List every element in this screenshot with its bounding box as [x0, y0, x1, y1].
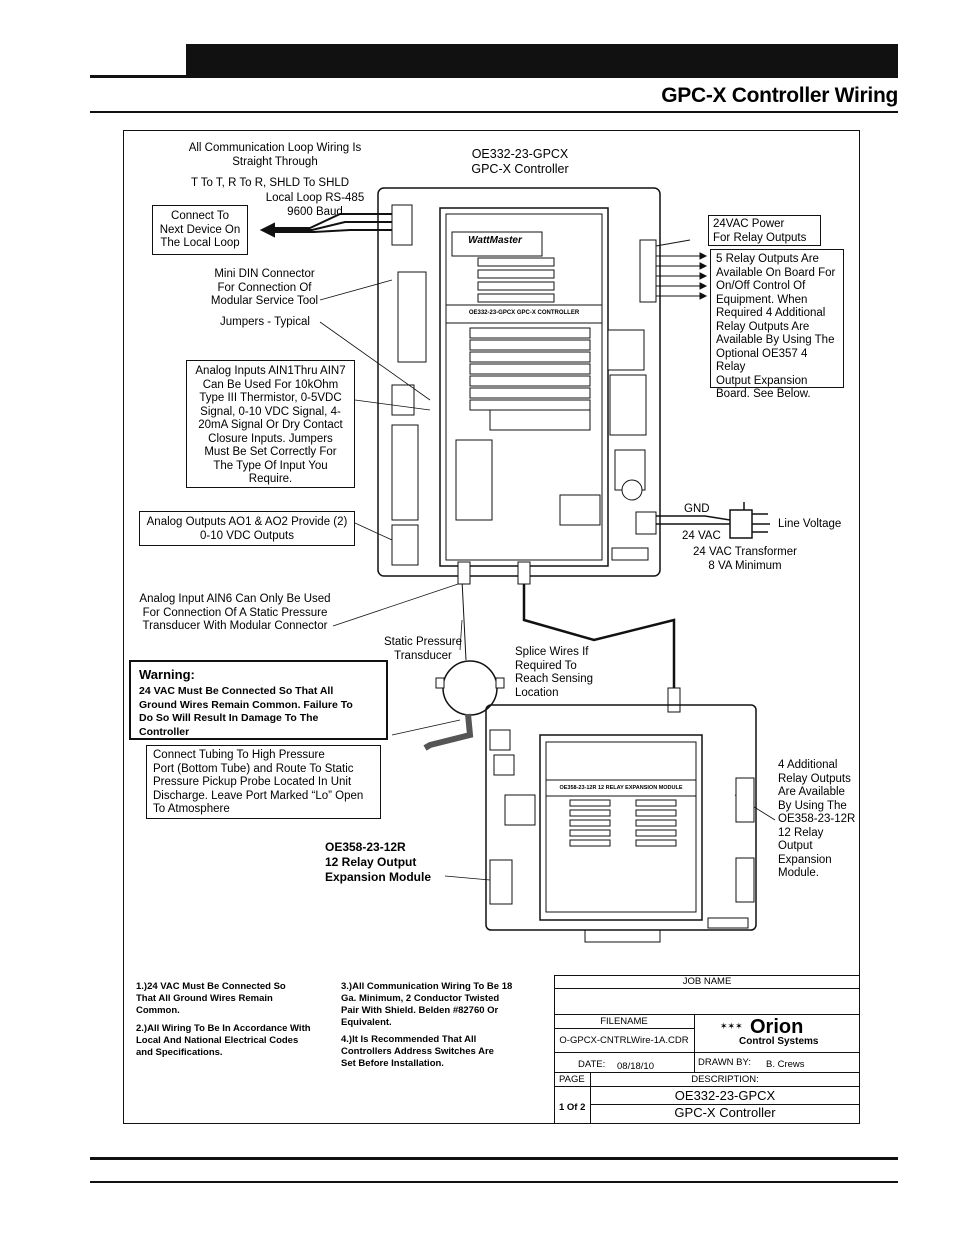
footer-rule-thick [90, 1157, 898, 1160]
note-2: 2.)All Wiring To Be In Accordance With L… [136, 1023, 311, 1058]
analog-inputs-box: Analog Inputs AIN1Thru AIN7 Can Be Used … [186, 360, 355, 488]
controller-name-label: GPC-X Controller [471, 162, 569, 176]
power-24vac-box: 24VAC Power For Relay Outputs [708, 215, 821, 246]
vac24-label: 24 VAC [682, 530, 721, 542]
controller-board-title: OE332-23-GPCX GPC-X CONTROLLER [468, 310, 580, 316]
page-label: PAGE [559, 1074, 585, 1085]
orion-logo-sub: Control Systems [739, 1036, 819, 1047]
footer-rule-thin [90, 1181, 898, 1183]
drawn-by-label: DRAWN BY: [698, 1057, 751, 1068]
ain6-label: Analog Input AIN6 Can Only Be Used For C… [139, 593, 331, 632]
drawing-frame [123, 130, 860, 1124]
line-voltage-plug [743, 502, 768, 533]
expansion-board-title: OE358-23-12R 12 RELAY EXPANSION MODULE [559, 785, 683, 791]
title-block-divider [590, 1072, 591, 1124]
date-value: 08/18/10 [617, 1061, 654, 1072]
orion-stars-icon: ✶✶✶ [720, 1021, 743, 1031]
description-line-1: OE332-23-GPCX [674, 1088, 776, 1103]
local-loop-label: Local Loop RS-485 9600 Baud [265, 192, 365, 218]
title-block-rule [554, 1072, 860, 1073]
line-voltage-label: Line Voltage [778, 518, 842, 530]
filename-label: FILENAME [600, 1016, 648, 1027]
relay4-label: 4 Additional Relay Outputs Are Available… [778, 759, 856, 879]
expansion-module-label: OE358-23-12R 12 Relay Output Expansion M… [325, 840, 432, 884]
title-block-rule [554, 1014, 860, 1015]
expansion-mount-tab [584, 930, 661, 943]
pressure-cable [457, 561, 681, 713]
filename-value: O-GPCX-CNTRLWire-1A.CDR [559, 1035, 689, 1046]
description-line-2: GPC-X Controller [674, 1105, 776, 1120]
transformer-label: 24 VAC Transformer 8 VA Minimum [693, 546, 797, 572]
tubing-box: Connect Tubing To High Pressure Port (Bo… [146, 745, 381, 819]
description-label: DESCRIPTION: [691, 1074, 759, 1085]
title-block-rule [554, 1086, 860, 1087]
title-block-rule [554, 1052, 860, 1053]
title-block-rule [554, 1028, 694, 1029]
note-3: 3.)All Communication Wiring To Be 18 Ga.… [341, 981, 513, 1028]
static-pressure-label: Static Pressure Transducer [384, 636, 462, 662]
title-block-rule [590, 1104, 860, 1105]
controller-model-label: OE332-23-GPCX [471, 147, 569, 161]
page-value: 1 Of 2 [559, 1102, 586, 1113]
title-block [554, 975, 860, 1124]
jumpers-label: Jumpers - Typical [220, 316, 310, 328]
pressure-transducer [423, 579, 505, 751]
warning-box: Warning: 24 VAC Must Be Connected So Tha… [129, 660, 388, 740]
orion-logo: Orion [750, 1016, 804, 1038]
splice-label: Splice Wires If Required To Reach Sensin… [515, 646, 593, 699]
controller-input-rows [469, 257, 591, 411]
comm-loop-wires [259, 213, 392, 238]
controller-right-terminals [607, 239, 657, 561]
note-1: 1.)24 VAC Must Be Connected So That All … [136, 981, 286, 1016]
comm-loop-label: All Communication Loop Wiring Is Straigh… [188, 142, 362, 168]
analog-outputs-box: Analog Outputs AO1 & AO2 Provide (2) 0-1… [139, 511, 355, 546]
title-block-rule [554, 988, 860, 989]
title-block-divider [694, 1014, 695, 1072]
t-to-t-label: T To T, R To R, SHLD To SHLD [191, 177, 350, 189]
job-name-label: JOB NAME [682, 976, 732, 987]
date-label: DATE: [578, 1059, 606, 1070]
gnd-label: GND [684, 503, 710, 515]
mini-din-label: Mini DIN Connector For Connection Of Mod… [210, 268, 319, 307]
controller-led-table [455, 409, 601, 526]
header-rule [90, 75, 898, 78]
connect-next-device-box: Connect To Next Device On The Local Loop [152, 205, 248, 255]
drawn-by-value: B. Crews [766, 1059, 805, 1070]
warning-body: 24 VAC Must Be Connected So That All Gro… [139, 685, 353, 738]
expansion-module [485, 704, 757, 931]
leader-lines [319, 279, 776, 881]
title-rule [90, 111, 898, 113]
header-bar [186, 44, 898, 77]
relay-output-wires [655, 239, 708, 300]
power-wires [656, 509, 770, 539]
warning-title: Warning: [139, 667, 195, 682]
note-4: 4.)It Is Recommended That All Controller… [341, 1034, 494, 1069]
wattmaster-logo: WattMaster [468, 235, 522, 246]
page-title: GPC-X Controller Wiring [661, 84, 898, 107]
relay-outputs-box: 5 Relay Outputs Are Available On Board F… [710, 249, 844, 400]
